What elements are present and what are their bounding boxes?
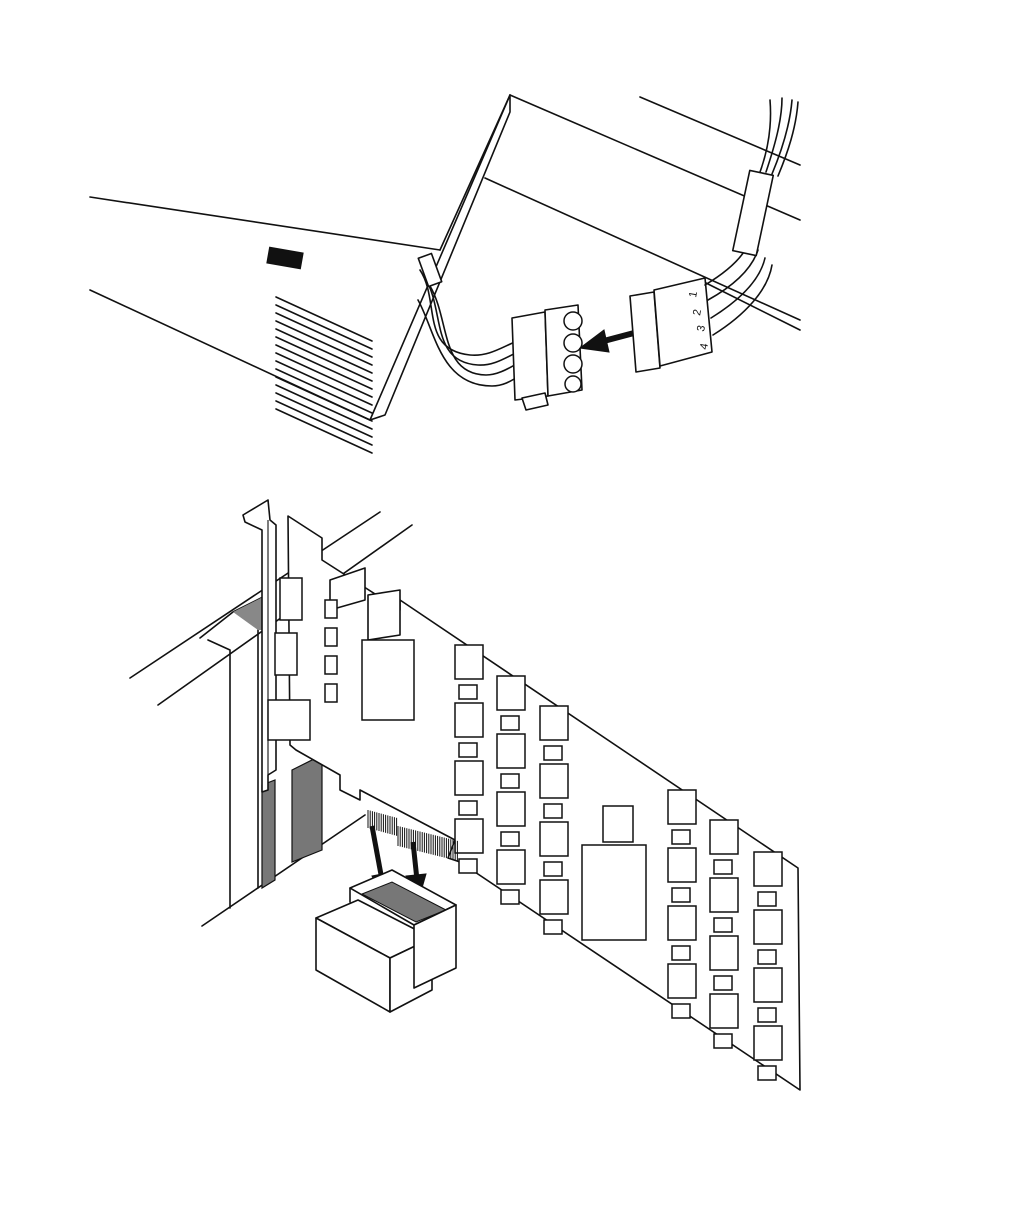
memory-chip bbox=[710, 936, 738, 970]
motherboard-slots bbox=[316, 870, 456, 1012]
small-chip bbox=[459, 685, 477, 699]
small-chip bbox=[501, 774, 519, 788]
psu-cable-bundle bbox=[705, 98, 798, 335]
small-chip bbox=[672, 946, 690, 960]
small-chip bbox=[672, 888, 690, 902]
memory-chip bbox=[710, 820, 738, 854]
small-chip bbox=[544, 920, 562, 934]
memory-chip bbox=[455, 645, 483, 679]
memory-chip bbox=[455, 703, 483, 737]
small-chip bbox=[459, 859, 477, 873]
small-chip bbox=[544, 746, 562, 760]
main-controller-chip bbox=[362, 640, 414, 720]
memory-chip bbox=[754, 968, 782, 1002]
drive-power-plug bbox=[512, 305, 582, 410]
expansion-card-panel bbox=[130, 500, 800, 1090]
memory-chip bbox=[540, 822, 568, 856]
psu-power-connector: 1 2 3 4 bbox=[630, 278, 712, 372]
memory-chip bbox=[668, 790, 696, 824]
memory-chip bbox=[540, 706, 568, 740]
memory-chip bbox=[668, 906, 696, 940]
memory-chip bbox=[754, 910, 782, 944]
small-chip bbox=[758, 892, 776, 906]
small-chip bbox=[501, 716, 519, 730]
memory-chip bbox=[455, 819, 483, 853]
memory-chip bbox=[455, 761, 483, 795]
small-chip bbox=[714, 1034, 732, 1048]
small-chip bbox=[758, 950, 776, 964]
drive-enclosure bbox=[90, 95, 510, 453]
card-mounting-bracket bbox=[243, 500, 276, 792]
small-chip bbox=[672, 1004, 690, 1018]
memory-chip bbox=[710, 994, 738, 1028]
small-chip bbox=[544, 862, 562, 876]
small-chip bbox=[714, 860, 732, 874]
small-chip bbox=[459, 743, 477, 757]
small-chip bbox=[501, 832, 519, 846]
small-chip bbox=[714, 918, 732, 932]
memory-chip bbox=[497, 850, 525, 884]
small-chip bbox=[501, 890, 519, 904]
memory-chip bbox=[540, 764, 568, 798]
memory-chip bbox=[497, 676, 525, 710]
small-chip bbox=[758, 1008, 776, 1022]
small-chip bbox=[544, 804, 562, 818]
insert-arrow bbox=[580, 330, 634, 352]
memory-chip bbox=[710, 878, 738, 912]
small-chip bbox=[758, 1066, 776, 1080]
memory-chip bbox=[497, 792, 525, 826]
processor-chip bbox=[582, 845, 646, 940]
power-connector-panel: 1 2 3 4 bbox=[90, 95, 800, 453]
memory-chip bbox=[754, 1026, 782, 1060]
vent-slots bbox=[276, 297, 372, 453]
memory-chip bbox=[754, 852, 782, 886]
memory-chip bbox=[540, 880, 568, 914]
drive-cable-bundle bbox=[418, 254, 526, 386]
memory-chip bbox=[497, 734, 525, 768]
small-chip bbox=[459, 801, 477, 815]
drive-label-block bbox=[267, 247, 303, 269]
memory-chip bbox=[668, 964, 696, 998]
memory-chip bbox=[668, 848, 696, 882]
small-chip bbox=[672, 830, 690, 844]
small-chip bbox=[714, 976, 732, 990]
